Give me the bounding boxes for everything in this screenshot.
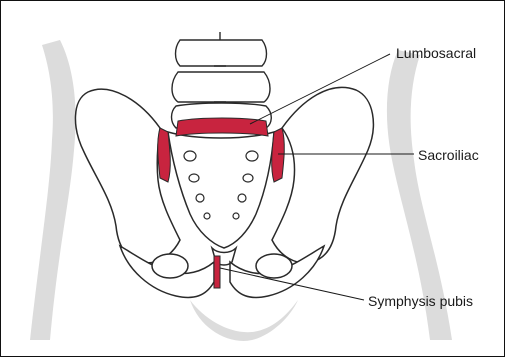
- sacral-foramen: [204, 213, 210, 219]
- right-obturator-foramen: [256, 254, 292, 278]
- sacral-foramen: [184, 151, 196, 161]
- groin-shading: [190, 300, 298, 341]
- sacral-foramen: [246, 151, 258, 161]
- left-obturator-foramen: [152, 254, 188, 278]
- sacral-foramen: [238, 194, 246, 202]
- left-sacroiliac-joint: [158, 128, 171, 182]
- sacral-foramen: [189, 174, 199, 182]
- sacral-foramen: [243, 174, 253, 182]
- left-flank-shading: [30, 40, 76, 340]
- sacrum: [168, 132, 274, 248]
- symphysis-pubis-label: Symphysis pubis: [368, 293, 473, 309]
- right-sacroiliac-joint: [272, 128, 285, 182]
- right-ilium: [272, 87, 373, 262]
- lumbar-spine: [172, 32, 272, 128]
- vertebra-l3: [176, 40, 267, 66]
- symphysis-pubis-joint: [214, 256, 220, 288]
- sacroiliac-label: Sacroiliac: [418, 147, 479, 163]
- sacral-foramen: [196, 194, 204, 202]
- vertebra-l4: [172, 72, 270, 102]
- lumbosacral-label: Lumbosacral: [396, 45, 476, 61]
- sacral-foramen: [233, 213, 239, 219]
- lumbosacral-joint: [176, 118, 268, 136]
